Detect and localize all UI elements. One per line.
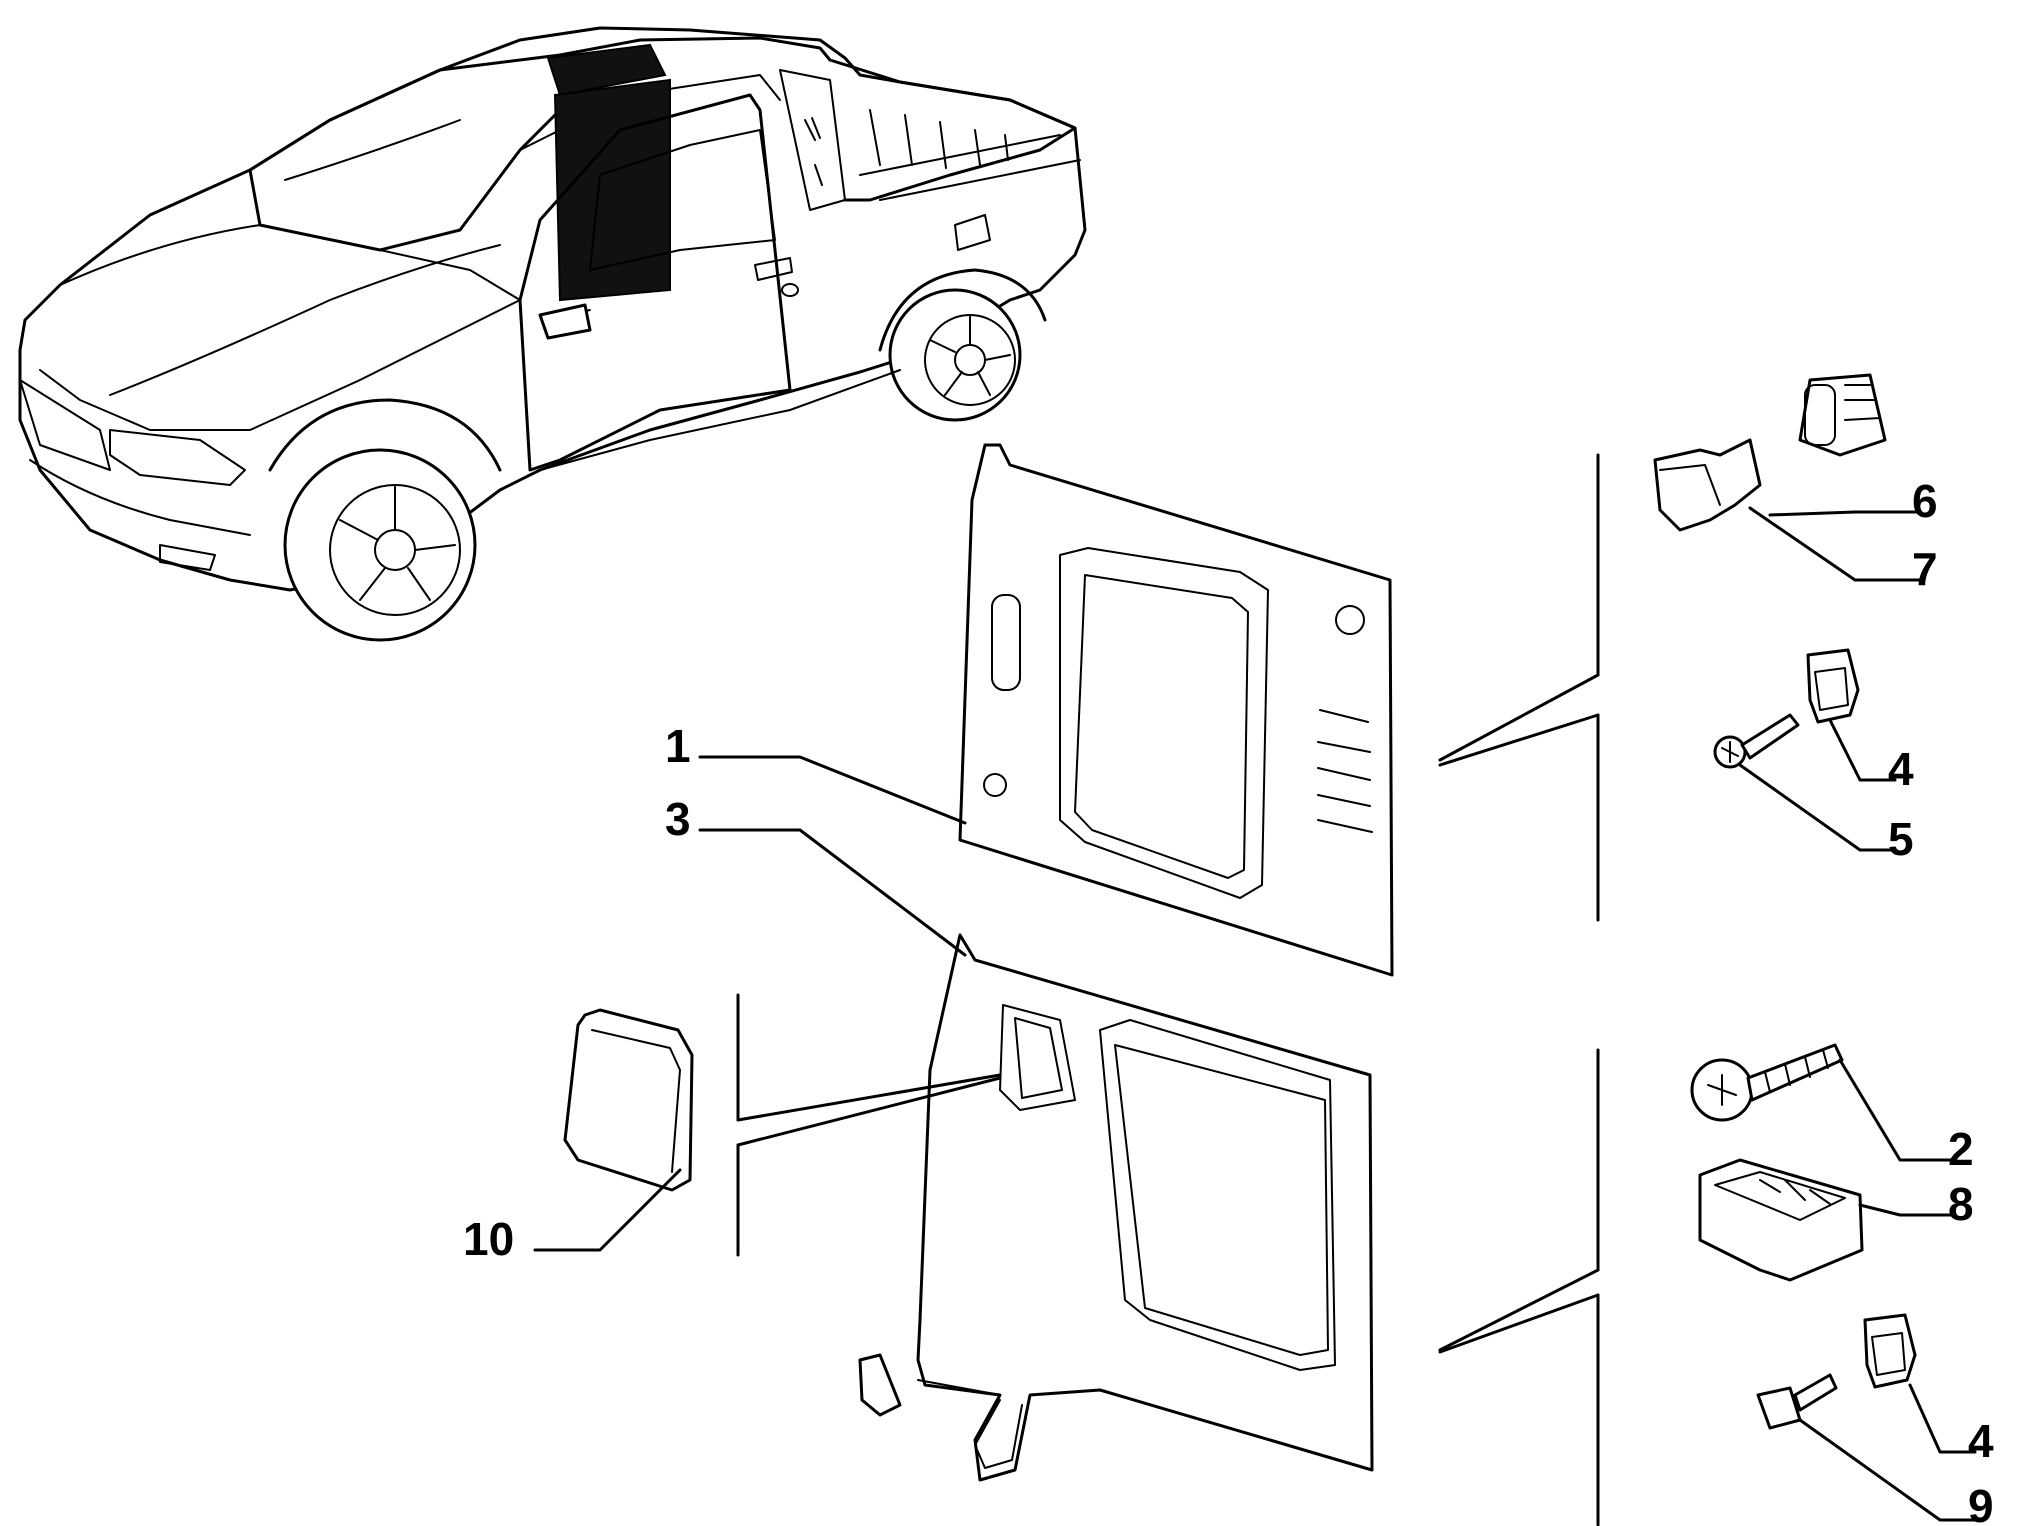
part-4-clip-lower	[1863, 1313, 1917, 1389]
part-4-clip-upper	[1806, 648, 1860, 724]
callout-7: 7	[1912, 543, 1938, 595]
callout-5: 5	[1888, 813, 1914, 865]
part-9-bolt	[1756, 1373, 1838, 1430]
callout-6: 6	[1912, 475, 1938, 527]
part-2-screw	[1690, 1043, 1844, 1122]
part-6-clip	[1798, 373, 1887, 457]
upper-trim-panel	[958, 443, 1394, 977]
lower-trim-panel	[858, 933, 1374, 1482]
leader-lines	[533, 506, 1977, 1522]
callout-9: 9	[1968, 1480, 1994, 1526]
small-cover-part	[563, 1008, 694, 1192]
part-7-push-pin	[1653, 438, 1762, 532]
callout-4-lower: 4	[1968, 1415, 1994, 1467]
callout-labels: 1 3 10 6 7 4 5 2 8 4 9	[463, 475, 1994, 1526]
callout-10: 10	[463, 1213, 514, 1265]
bracket-lines	[736, 453, 1600, 1526]
callout-1: 1	[665, 720, 691, 772]
part-5-screw	[1713, 713, 1800, 769]
callout-4-upper: 4	[1888, 743, 1914, 795]
callout-3: 3	[665, 793, 691, 845]
pickup-truck-illustration	[18, 26, 1087, 642]
part-8-clip-housing	[1698, 1158, 1864, 1282]
callout-2: 2	[1948, 1123, 1974, 1175]
callout-8: 8	[1948, 1178, 1974, 1230]
